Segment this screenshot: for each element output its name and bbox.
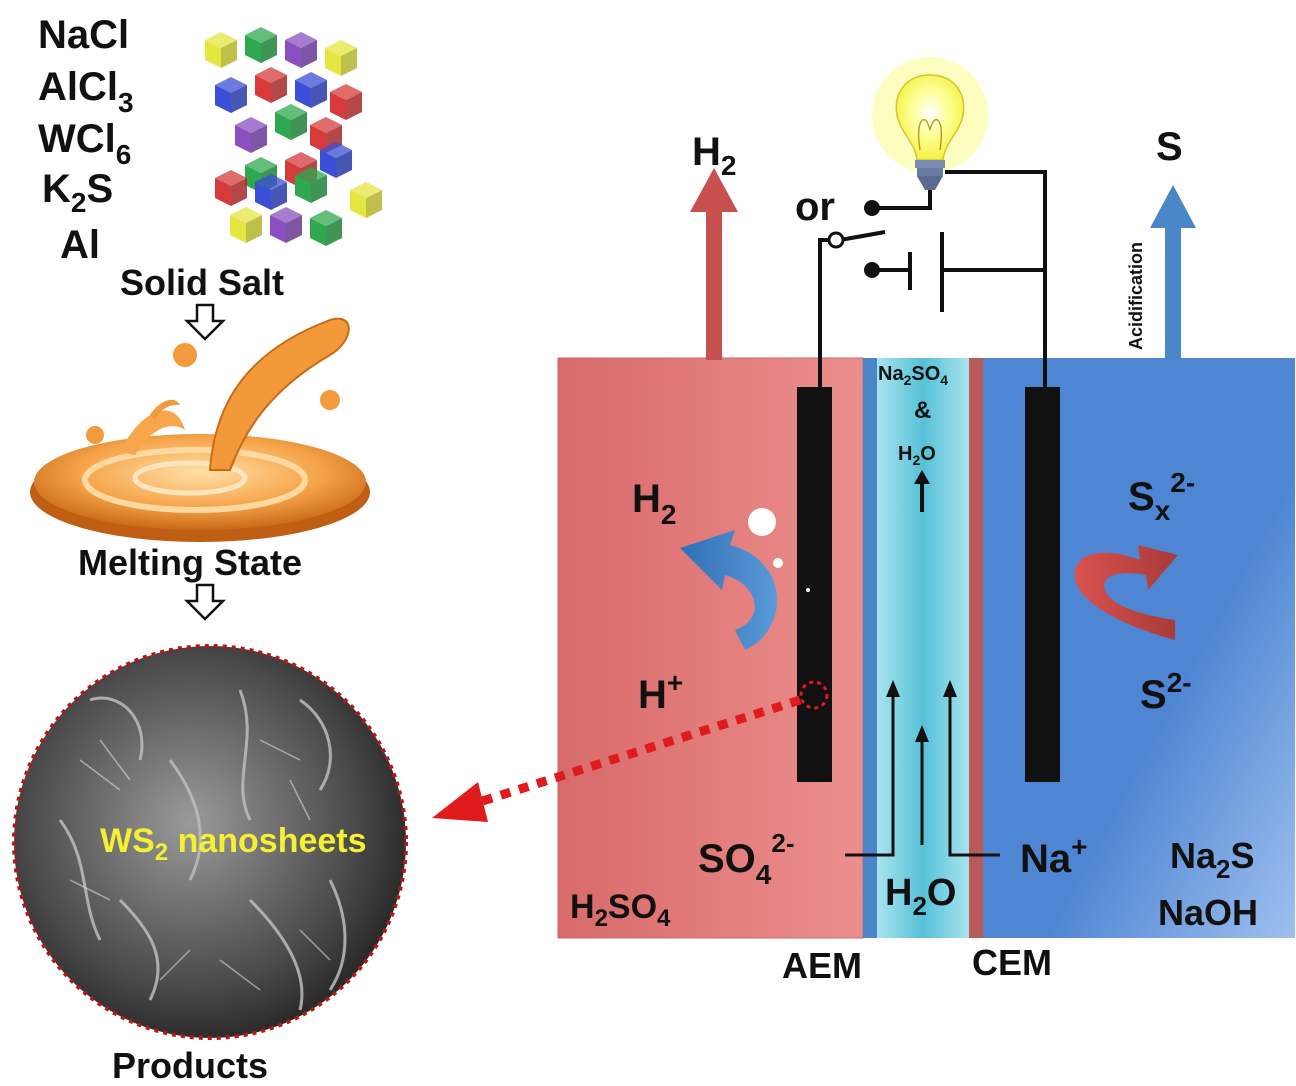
s2-label: S2- [1140, 667, 1192, 717]
right-electrode [1025, 387, 1060, 782]
h2-evolution-curved-arrow [680, 530, 778, 650]
down-arrow-icon [183, 303, 227, 341]
or-label: or [795, 185, 835, 229]
products-label: Products [112, 1045, 268, 1086]
up-arrowhead [886, 680, 900, 697]
solid-salt-label: Solid Salt [120, 262, 284, 303]
salt-cube [295, 72, 327, 108]
switch-contact-dot [864, 200, 880, 216]
salt-wcl6: WCl6 [38, 117, 131, 170]
salt-cubes-illustration [205, 27, 382, 246]
s-top-arrow [1150, 185, 1196, 360]
h2-top-arrow [690, 168, 738, 360]
aem-label: AEM [782, 945, 862, 986]
salt-cube [235, 117, 267, 153]
salt-cube [230, 207, 262, 243]
circuit-wiring [818, 170, 1047, 390]
naplus-label: Na+ [1020, 831, 1088, 881]
salt-cube [255, 67, 287, 103]
aem-membrane [863, 358, 877, 938]
salt-cube [275, 104, 307, 140]
switch-pivot [827, 231, 845, 249]
salt-cube [215, 170, 247, 206]
melting-state-label: Melting State [78, 542, 302, 583]
salt-cube [245, 27, 277, 63]
salt-cube [325, 40, 357, 76]
cem-label: CEM [972, 942, 1052, 983]
switch-contact-dot [864, 262, 880, 278]
cem-membrane [969, 358, 983, 938]
middle-up-arrow [914, 470, 930, 512]
dotted-pointer-line [468, 695, 802, 810]
salt-alcl3: AlCl3 [38, 65, 134, 118]
salt-cube [330, 84, 362, 120]
light-bulb-icon [872, 57, 988, 190]
salt-cube [215, 77, 247, 113]
na2s-label: Na2S [1170, 835, 1255, 884]
salt-cube [205, 32, 237, 68]
bubble [748, 508, 776, 536]
salt-cube [255, 174, 287, 210]
salt-al: Al [60, 223, 100, 267]
h2o-bottom-label: H2O [885, 872, 956, 921]
salt-cube [320, 142, 352, 178]
acidification-label: Acidification [1126, 242, 1146, 350]
salt-cube [295, 167, 327, 203]
dotted-pointer-arrowhead [432, 782, 488, 822]
sem-image-circle [12, 644, 408, 1040]
so4-label: SO42- [698, 828, 795, 890]
bubble [773, 558, 783, 568]
salt-cube [350, 182, 382, 218]
up-arrowhead [943, 680, 957, 697]
s-top-label: S [1156, 125, 1183, 169]
polysulfide-curved-arrow [1074, 545, 1178, 640]
naoh-label: NaOH [1158, 892, 1258, 933]
middle-ampersand: & [914, 397, 931, 424]
sx-label: Sx2- [1128, 467, 1195, 526]
ion-flow-lines [845, 690, 1000, 857]
salt-cube [285, 32, 317, 68]
salt-cube [270, 207, 302, 243]
down-arrow-icon [183, 583, 227, 621]
left-electrode [797, 387, 832, 782]
salt-list: NaCl AlCl3 WCl6 K2S Al [38, 13, 134, 267]
middle-h2o-label: H2O [898, 443, 936, 468]
salt-k2s: K2S [42, 167, 113, 218]
ws2-nanosheets-label: WS2 nanosheets [100, 822, 367, 866]
hplus-label: H+ [638, 667, 683, 717]
h2so4-label: H2SO4 [570, 888, 671, 932]
highlight-spot [799, 680, 829, 710]
salt-cube [310, 210, 342, 246]
h2-left-label: H2 [632, 477, 676, 530]
h2-top-label: H2 [692, 130, 736, 181]
bubble [806, 588, 810, 592]
salt-nacl: NaCl [38, 13, 129, 57]
middle-na2so4-label: Na2SO4 [878, 363, 948, 388]
melting-splash-illustration [30, 317, 370, 542]
up-arrowhead [915, 725, 929, 742]
